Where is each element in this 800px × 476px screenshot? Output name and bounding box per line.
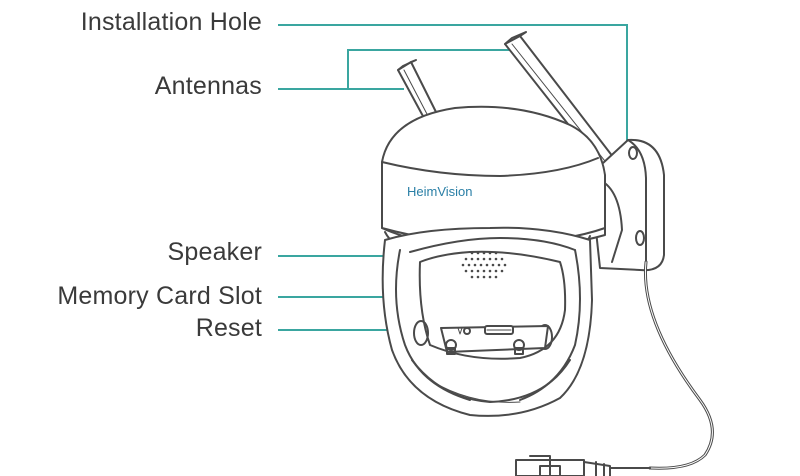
leader-line-antennas: [278, 40, 513, 90]
label-memory-card-slot: Memory Card Slot: [57, 282, 262, 310]
speaker-hole: [503, 263, 507, 267]
speaker-hole: [476, 275, 480, 279]
speaker-hole: [488, 257, 492, 261]
speaker-hole: [482, 275, 486, 279]
speaker-hole: [479, 263, 483, 267]
speaker-hole: [470, 257, 474, 261]
label-reset: Reset: [195, 314, 262, 342]
speaker-hole: [470, 275, 474, 279]
camera-body: [381, 31, 714, 476]
speaker-hole: [464, 257, 468, 261]
speaker-hole: [494, 275, 498, 279]
leader-line-installation-hole: [278, 24, 628, 148]
power-cable: [643, 260, 714, 470]
speaker-hole: [494, 269, 498, 273]
speaker-hole: [482, 269, 486, 273]
speaker-hole: [482, 257, 486, 261]
speaker-hole: [467, 263, 471, 267]
speaker-hole: [464, 269, 468, 273]
speaker-hole: [488, 251, 492, 255]
label-installation-hole: Installation Hole: [80, 8, 262, 36]
speaker-hole: [485, 263, 489, 267]
speaker-hole: [488, 269, 492, 273]
speaker-hole: [494, 257, 498, 261]
speaker-hole: [470, 269, 474, 273]
speaker-hole: [488, 275, 492, 279]
card-slot-bay: [440, 325, 549, 355]
speaker-hole: [476, 269, 480, 273]
label-speaker: Speaker: [167, 238, 262, 266]
speaker-hole: [473, 263, 477, 267]
dome-top: [381, 105, 606, 249]
speaker-hole: [500, 257, 504, 261]
speaker-hole: [476, 251, 480, 255]
cable-connector: [515, 455, 651, 476]
speaker-hole: [494, 251, 498, 255]
lower-housing: [381, 226, 593, 417]
brand-logo: HeimVision: [407, 184, 473, 199]
speaker-hole: [500, 269, 504, 273]
speaker-hole: [461, 263, 465, 267]
speaker-hole: [482, 251, 486, 255]
speaker-hole: [470, 251, 474, 255]
speaker-hole: [476, 257, 480, 261]
label-antennas: Antennas: [154, 72, 262, 100]
antenna-left: [397, 59, 437, 119]
speaker-hole: [497, 263, 501, 267]
speaker-hole: [491, 263, 495, 267]
reset-button: [463, 327, 471, 335]
speaker-grille: [461, 251, 507, 279]
